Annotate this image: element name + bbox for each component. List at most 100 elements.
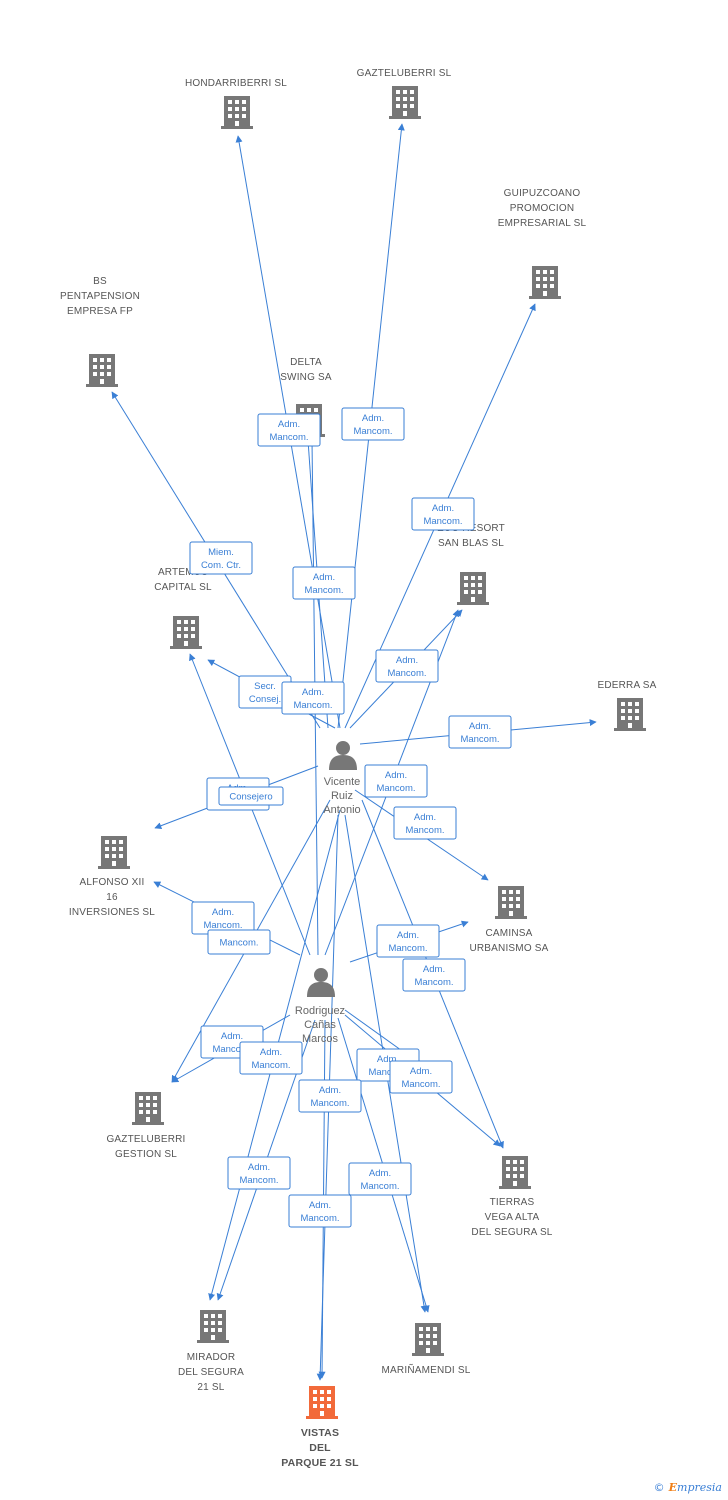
role-label-r17: Adm.Mancom. xyxy=(402,958,466,992)
copyright-symbol: © xyxy=(653,1481,665,1494)
building-icon xyxy=(412,1323,444,1356)
svg-text:Adm.Mancom.: Adm.Mancom. xyxy=(304,572,343,596)
role-label-r19: Adm.Mancom. xyxy=(239,1041,303,1075)
building-icon xyxy=(170,616,202,649)
role-label-r22: Adm.Mancom. xyxy=(298,1079,362,1113)
role-label-r16: Adm.Mancom. xyxy=(376,924,440,958)
role-label-r25: Adm.Mancom. xyxy=(288,1194,352,1228)
role-label-r23: Adm.Mancom. xyxy=(227,1156,291,1190)
role-label-r5: Adm.Mancom. xyxy=(292,566,356,600)
svg-text:Adm.Mancom.: Adm.Mancom. xyxy=(203,907,242,931)
svg-text:Adm.Mancom.: Adm.Mancom. xyxy=(387,655,426,679)
building-icon xyxy=(86,354,118,387)
building-icon xyxy=(529,266,561,299)
role-label-r11: Consejero xyxy=(218,786,284,806)
roles-layer: Adm.Mancom.Adm.Mancom.Adm.Mancom.Miem.Co… xyxy=(189,407,512,1228)
role-label-r2: Adm.Mancom. xyxy=(341,407,405,441)
company-node-ederra[interactable]: EDERRA SA xyxy=(597,680,656,731)
svg-text:Mancom.: Mancom. xyxy=(219,938,258,949)
svg-text:Secr.Consej.: Secr.Consej. xyxy=(249,681,281,705)
svg-text:Adm.Mancom.: Adm.Mancom. xyxy=(300,1200,339,1224)
role-label-r6: Adm.Mancom. xyxy=(375,649,439,683)
role-label-r1: Adm.Mancom. xyxy=(257,413,321,447)
building-icon xyxy=(98,836,130,869)
role-label-r15: Mancom. xyxy=(207,929,271,955)
svg-text:Adm.Mancom.: Adm.Mancom. xyxy=(353,413,392,437)
role-label-r13: Adm.Mancom. xyxy=(393,806,457,840)
building-icon xyxy=(614,698,646,731)
company-label: GAZTELUBERRI SL xyxy=(357,68,452,79)
company-node-hondarriberri[interactable]: HONDARRIBERRI SL xyxy=(185,78,287,129)
svg-text:Adm.Mancom.: Adm.Mancom. xyxy=(269,419,308,443)
svg-text:Adm.Mancom.: Adm.Mancom. xyxy=(405,812,444,836)
building-icon xyxy=(221,96,253,129)
role-label-r24: Adm.Mancom. xyxy=(348,1162,412,1196)
company-label: MARIÑAMENDI SL xyxy=(382,1363,471,1376)
role-label-r3: Adm.Mancom. xyxy=(411,497,475,531)
svg-text:Adm.Mancom.: Adm.Mancom. xyxy=(423,503,462,527)
building-icon xyxy=(132,1092,164,1125)
building-icon xyxy=(306,1386,338,1419)
role-label-r14: Adm.Mancom. xyxy=(191,901,255,935)
svg-text:Adm.Mancom.: Adm.Mancom. xyxy=(239,1162,278,1186)
svg-text:Adm.Mancom.: Adm.Mancom. xyxy=(368,1054,407,1078)
company-label: EDERRA SA xyxy=(597,680,656,691)
person-icon xyxy=(329,741,357,770)
role-label-r12: Adm.Mancom. xyxy=(364,764,428,798)
company-label: HONDARRIBERRI SL xyxy=(185,78,287,89)
role-label-r4: Miem.Com. Ctr. xyxy=(189,541,253,575)
person-icon xyxy=(307,968,335,997)
svg-text:Adm.Mancom.: Adm.Mancom. xyxy=(460,721,499,745)
svg-text:Consejero: Consejero xyxy=(229,792,272,803)
svg-text:Adm.Mancom.: Adm.Mancom. xyxy=(376,770,415,794)
svg-text:Adm.Mancom.: Adm.Mancom. xyxy=(401,1066,440,1090)
brand-initial: E xyxy=(668,1481,678,1494)
building-icon xyxy=(499,1156,531,1189)
svg-text:Adm.Mancom.: Adm.Mancom. xyxy=(251,1047,290,1071)
brand-logo: ©Empresia xyxy=(654,1481,722,1494)
company-node-marinamendi[interactable]: MARIÑAMENDI SL xyxy=(382,1323,471,1376)
building-icon xyxy=(495,886,527,919)
svg-text:Adm.Mancom.: Adm.Mancom. xyxy=(212,1031,251,1055)
company-node-gazteluberri[interactable]: GAZTELUBERRI SL xyxy=(357,68,452,119)
svg-text:Adm.Mancom.: Adm.Mancom. xyxy=(293,687,332,711)
svg-text:Adm.Mancom.: Adm.Mancom. xyxy=(414,964,453,988)
svg-text:Adm.Mancom.: Adm.Mancom. xyxy=(388,930,427,954)
role-label-r8: Adm.Mancom. xyxy=(281,681,345,715)
role-label-r21: Adm.Mancom. xyxy=(389,1060,453,1094)
svg-text:Miem.Com. Ctr.: Miem.Com. Ctr. xyxy=(201,547,241,571)
building-icon xyxy=(197,1310,229,1343)
svg-text:Adm.Mancom.: Adm.Mancom. xyxy=(360,1168,399,1192)
svg-text:Adm.Mancom.: Adm.Mancom. xyxy=(310,1085,349,1109)
brand-name: mpresia xyxy=(677,1481,722,1494)
role-label-r9: Adm.Mancom. xyxy=(448,715,512,749)
building-icon xyxy=(389,86,421,119)
nodes-layer: HONDARRIBERRI SL GAZTELUBERRI SL GUIPUZCOA… xyxy=(60,68,656,1469)
